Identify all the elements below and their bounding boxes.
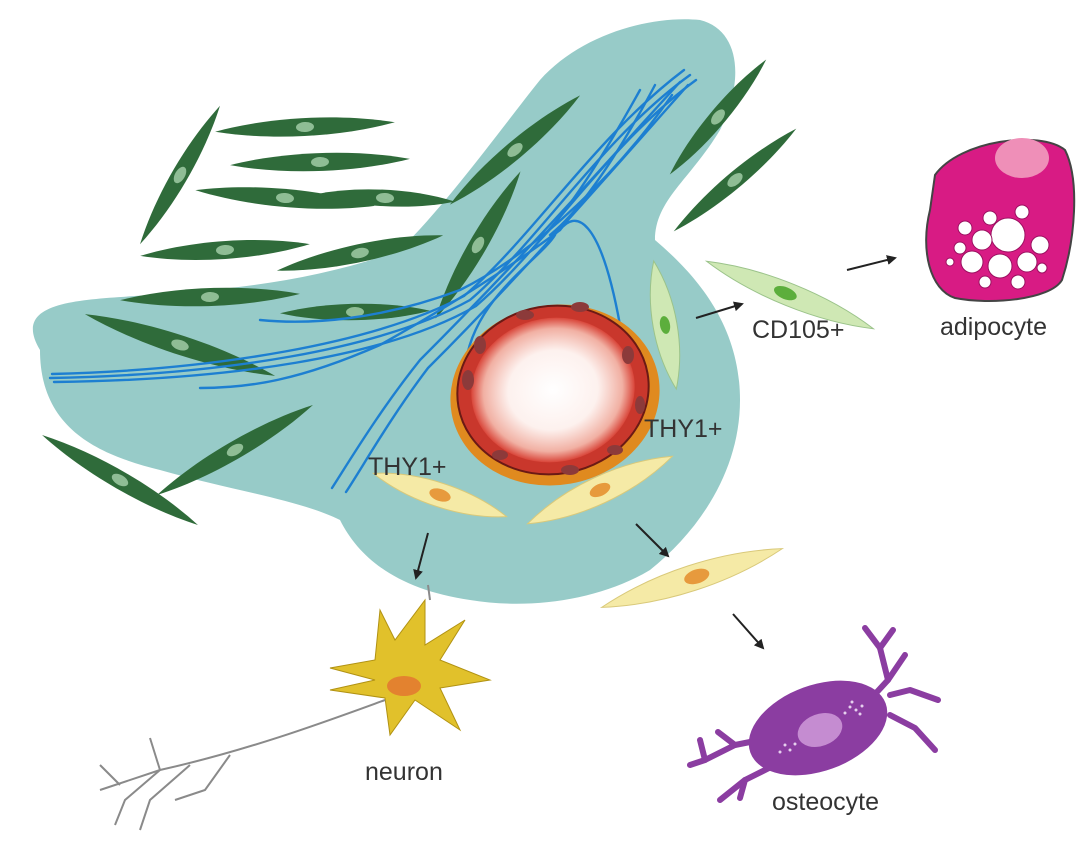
osteocyte-cell [690, 628, 938, 800]
fibroblast-cell [215, 113, 396, 140]
label-neuron: neuron [365, 758, 443, 786]
label-osteocyte: osteocyte [772, 788, 879, 816]
fibroblast-cell [140, 235, 311, 265]
adipocyte-cell [926, 138, 1074, 301]
label-adipocyte: adipocyte [940, 313, 1047, 341]
arrow-to-osteocyte [733, 614, 763, 648]
label-thy1-left: THY1+ [368, 453, 447, 481]
fibroblast-cell [230, 150, 411, 174]
label-cd105: CD105+ [752, 316, 844, 344]
arrow-to-adipocyte [847, 258, 895, 270]
neuron-cell [100, 585, 490, 830]
fibroblast-cell [133, 102, 227, 249]
label-thy1-right: THY1+ [644, 415, 723, 443]
